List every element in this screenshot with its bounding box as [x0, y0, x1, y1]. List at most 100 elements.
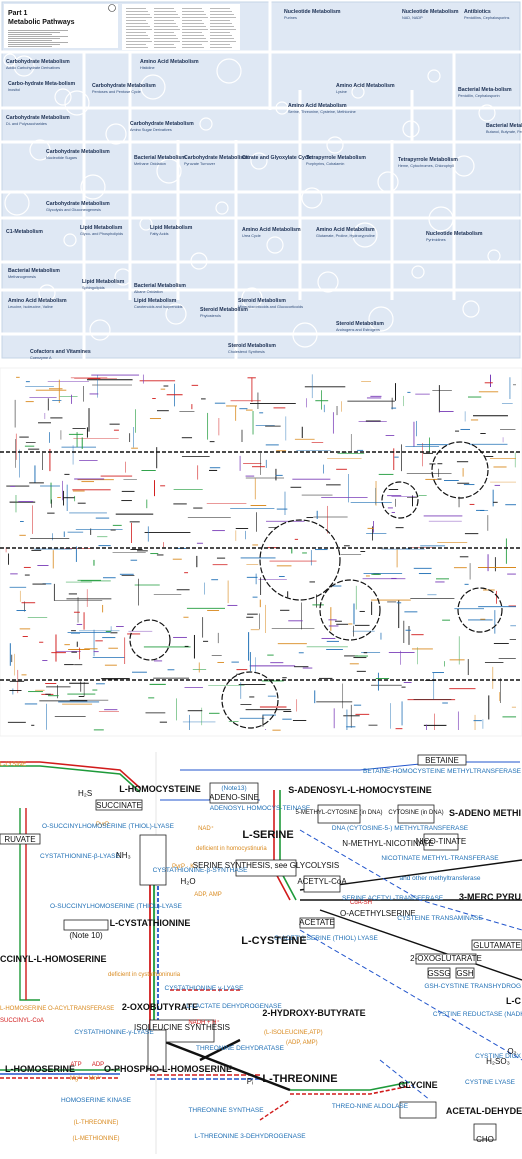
compound-label-line — [306, 517, 314, 519]
pyrp-label: PyrP — [96, 822, 109, 828]
legend-text-line — [8, 36, 68, 37]
compound-label-line — [267, 654, 274, 656]
legend-text-line — [210, 8, 230, 9]
mercaptopyruvate-label: 3-MERC PYRU — [459, 892, 521, 902]
compound-label-line — [326, 484, 341, 486]
cycle-ring — [453, 155, 475, 177]
region-subtitle: Penicillin, Cephalosporin — [458, 94, 500, 98]
compound-label-line — [394, 456, 399, 458]
region-subtitle: Pentoses and Pentose Cycle — [92, 90, 141, 94]
oxoglutarate-label: 2-OXOGLUTARATE — [410, 954, 482, 963]
overview-map-bg — [1, 1, 521, 359]
cgl-enzyme: CYSTATHIONINE γ-LYASE — [165, 985, 245, 992]
region-subtitle: Urea Cycle — [242, 234, 261, 238]
bhmt-enzyme: BETAINE-HOMOCYSTEINE METHYLTRANSFERASE — [363, 768, 522, 775]
region-name: Carbohydrate Metabolism — [130, 121, 194, 127]
compound-label-line — [270, 662, 284, 664]
compound-label-line — [227, 604, 238, 606]
gsh-label: GSH — [456, 969, 474, 978]
compound-label-line — [363, 652, 368, 654]
compound-label-line — [130, 559, 138, 561]
compound-label-line — [9, 680, 25, 682]
region-subtitle: Carotenoids and Isoprenoids — [134, 305, 183, 309]
compound-label-line — [152, 398, 156, 400]
legend-text-line — [154, 17, 180, 18]
compound-label-line — [331, 585, 342, 587]
compound-label-line — [326, 640, 339, 642]
homocysteine-structure-box — [139, 834, 167, 886]
reaction-path — [319, 909, 522, 981]
region-name: Carbohydrate Metabolism — [92, 83, 156, 89]
region-subtitle: Phytosterols — [200, 314, 221, 318]
metabolic-cycle — [319, 579, 381, 641]
nad-plus-label: NAD⁺ — [198, 825, 214, 832]
compound-label-line — [156, 410, 169, 412]
cystine-lyase-enzyme: CYSTINE LYASE — [465, 1079, 516, 1086]
cystathionine-label: L-CYSTATHIONINE — [110, 918, 191, 928]
compound-label-line — [191, 384, 199, 386]
compound-label-line — [38, 422, 51, 424]
gssg-label: GSSG — [427, 969, 450, 978]
reaction-path — [290, 1085, 411, 1095]
hydroxybutyrate-label: 2-HYDROXY-BUTYRATE — [262, 1008, 365, 1018]
reaction-path — [379, 1059, 431, 1101]
compound-label-line — [404, 611, 418, 613]
legend-text-line — [8, 30, 68, 31]
legend-text-line — [126, 41, 152, 42]
legend-text-line — [182, 41, 208, 42]
compound-label-line — [453, 567, 467, 569]
compound-label-line — [294, 538, 299, 540]
legend-text-line — [126, 11, 148, 12]
compound-label-line — [20, 521, 24, 522]
metabolic-cycle — [381, 481, 419, 519]
compound-label-line — [484, 382, 493, 384]
compound-label-line — [493, 501, 498, 503]
compound-label-line — [355, 713, 370, 715]
cycle-ring — [54, 88, 72, 106]
legend-text-line — [210, 47, 232, 48]
oasl-enzyme: O-ACETYLSERINE (THIOL) LYASE — [274, 935, 378, 942]
cycle-ring — [156, 158, 182, 184]
metabolic-cycle — [259, 519, 341, 601]
nmn-label: N-METHYL-NICOTINATE — [342, 839, 433, 848]
region-subtitle: Amino Sugar Derivatives — [130, 128, 172, 132]
compound-label-line — [149, 418, 161, 420]
cycle-ring — [140, 74, 166, 100]
compound-label-line — [173, 503, 187, 505]
acetaldehyde-label: ACETAL-DEHYDE — [446, 1106, 522, 1116]
legend-text-line — [154, 11, 176, 12]
compound-label-line — [153, 660, 163, 662]
compound-label-line — [252, 596, 258, 598]
compound-label-line — [353, 704, 362, 706]
compound-label-line — [184, 572, 189, 574]
compound-label-line — [467, 396, 482, 398]
compound-label-line — [160, 388, 166, 390]
homocysteine-label: L-HOMOCYSTEINE — [119, 784, 201, 794]
compound-label-line — [32, 583, 46, 585]
compound-label-line — [288, 620, 303, 622]
deficient-cystathioninuria-label: deficient in cystathioninuria — [108, 972, 181, 978]
compound-label-line — [292, 719, 307, 721]
compound-label-line — [278, 576, 285, 577]
cystine-reductase-enzyme: CYSTINE REDUCTASE (NADH) — [433, 1011, 522, 1018]
legend-text-line — [210, 32, 230, 33]
cycle-ring — [63, 233, 77, 247]
oxoglutarate-box — [415, 953, 477, 965]
compound-label-line — [45, 693, 51, 695]
legend-text-line — [126, 44, 146, 45]
region-subtitle: Androgens and Estrogens — [336, 328, 380, 332]
region-name: Amino Acid Metabolism — [8, 298, 67, 304]
compound-label-line — [272, 729, 281, 731]
legend-text-line — [210, 29, 236, 30]
region-subtitle: NAD, NADP — [402, 16, 423, 20]
compound-label-line — [328, 619, 337, 621]
legend-text-line — [154, 38, 178, 39]
compound-label-line — [312, 604, 324, 606]
compound-label-line — [184, 645, 189, 647]
region-subtitle: Pyruvate Turnover — [184, 162, 216, 166]
compound-label-line — [387, 507, 393, 509]
compound-label-line — [95, 640, 103, 642]
adp-amp-label: ADP, AMP — [194, 892, 222, 898]
reaction-path — [180, 761, 520, 771]
legend-text-line — [126, 47, 148, 48]
